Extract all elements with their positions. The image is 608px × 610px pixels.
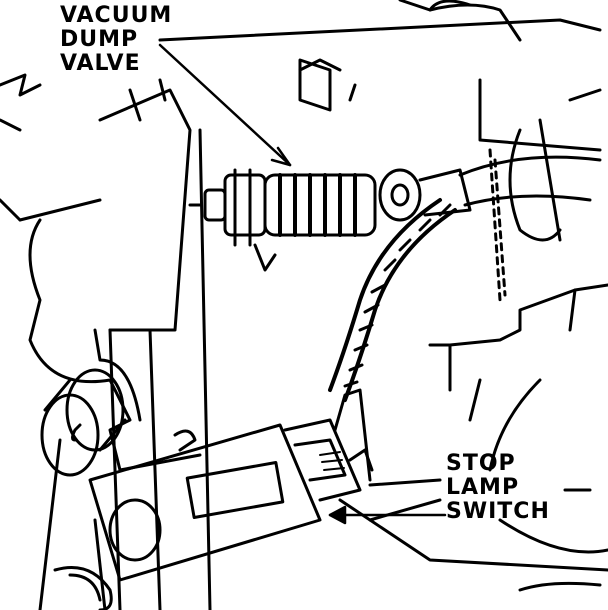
- label-line: DUMP: [60, 27, 139, 52]
- vacuum-dump-valve-label: VACUUM DUMP VALVE: [60, 4, 172, 76]
- stop-lamp-switch-label: STOP LAMP SWITCH: [446, 452, 550, 524]
- label-line: SWITCH: [446, 499, 550, 524]
- vacuum-hose: [328, 198, 457, 402]
- vacuum-dump-valve-leader: [158, 43, 292, 167]
- brake-pedal-arm: [0, 78, 212, 610]
- dash-panel-outline: [0, 0, 602, 242]
- lower-body-outline: [338, 148, 608, 592]
- label-line: LAMP: [446, 475, 520, 500]
- vacuum-dump-valve-drawing: [188, 155, 602, 272]
- pivot-bushing: [40, 368, 127, 477]
- label-line: STOP: [446, 451, 516, 476]
- label-line: VACUUM: [60, 3, 173, 28]
- stop-lamp-switch-leader: [328, 505, 447, 525]
- stop-lamp-switch-drawing: [53, 388, 374, 610]
- label-line: VALVE: [60, 51, 141, 76]
